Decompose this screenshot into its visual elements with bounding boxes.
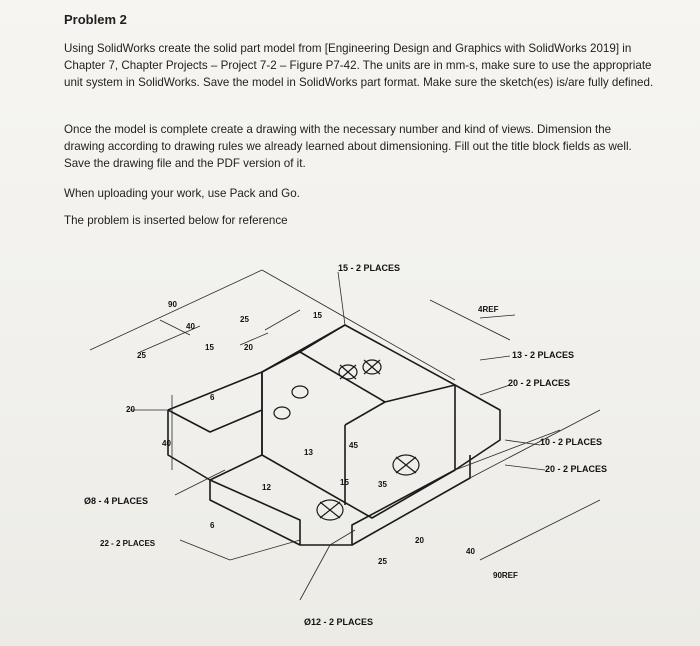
dim-6-lower: 6 [210,521,215,530]
hole-left [273,406,291,420]
dim-20-bottom: 20 [415,536,424,545]
dim-40-bottom: 40 [466,547,475,556]
label-22-2-places: 22 - 2 PLACES [100,539,156,548]
label-d8-4-places: Ø8 - 4 PLACES [84,496,148,506]
label-90ref: 90REF [493,571,518,580]
dim-15-mid: 15 [340,478,349,487]
dim-15-left: 15 [205,343,214,352]
instructions-paragraph-4: The problem is inserted below for refere… [64,214,288,227]
dim-15-top: 15 [313,311,322,320]
part-outline [167,324,501,546]
dim-40-left: 40 [186,322,195,331]
dim-25-top: 25 [240,315,249,324]
label-20-2-places-a: 20 - 2 PLACES [508,378,570,388]
dim-40-vertical: 40 [162,439,171,448]
dim-25-bottom: 25 [378,557,387,566]
hole-bottom-large [316,499,344,521]
hole-right-large [392,454,420,476]
label-4ref: 4REF [478,305,499,314]
dim-90: 90 [168,300,177,309]
hole-top-left [338,364,358,380]
instructions-paragraph-1: Using SolidWorks create the solid part m… [64,42,654,89]
dim-45: 45 [349,441,358,450]
hole-upper [291,385,309,399]
label-20-2-places-b: 20 - 2 PLACES [545,464,607,474]
dim-20-upper: 20 [244,343,253,352]
isometric-part-drawing: 15 - 2 PLACES 4REF 13 - 2 PLACES 20 - 2 … [84,263,607,627]
label-15-2-places: 15 - 2 PLACES [338,263,400,273]
instructions-paragraph-2: Once the model is complete create a draw… [64,123,632,170]
dim-12: 12 [262,483,271,492]
label-13-2-places: 13 - 2 PLACES [512,350,574,360]
hole-top-right [362,359,382,375]
label-10-2-places: 10 - 2 PLACES [540,437,602,447]
dim-6-upper: 6 [210,393,215,402]
dimension-lines [89,269,601,601]
instructions-paragraph-3: When uploading your work, use Pack and G… [64,187,300,200]
problem-title: Problem 2 [64,12,127,27]
dim-20-left: 20 [126,405,135,414]
dim-13: 13 [304,448,313,457]
label-d12-2-places: Ø12 - 2 PLACES [304,617,373,627]
dim-35: 35 [378,480,387,489]
holes [273,359,420,521]
dim-25-left: 25 [137,351,146,360]
